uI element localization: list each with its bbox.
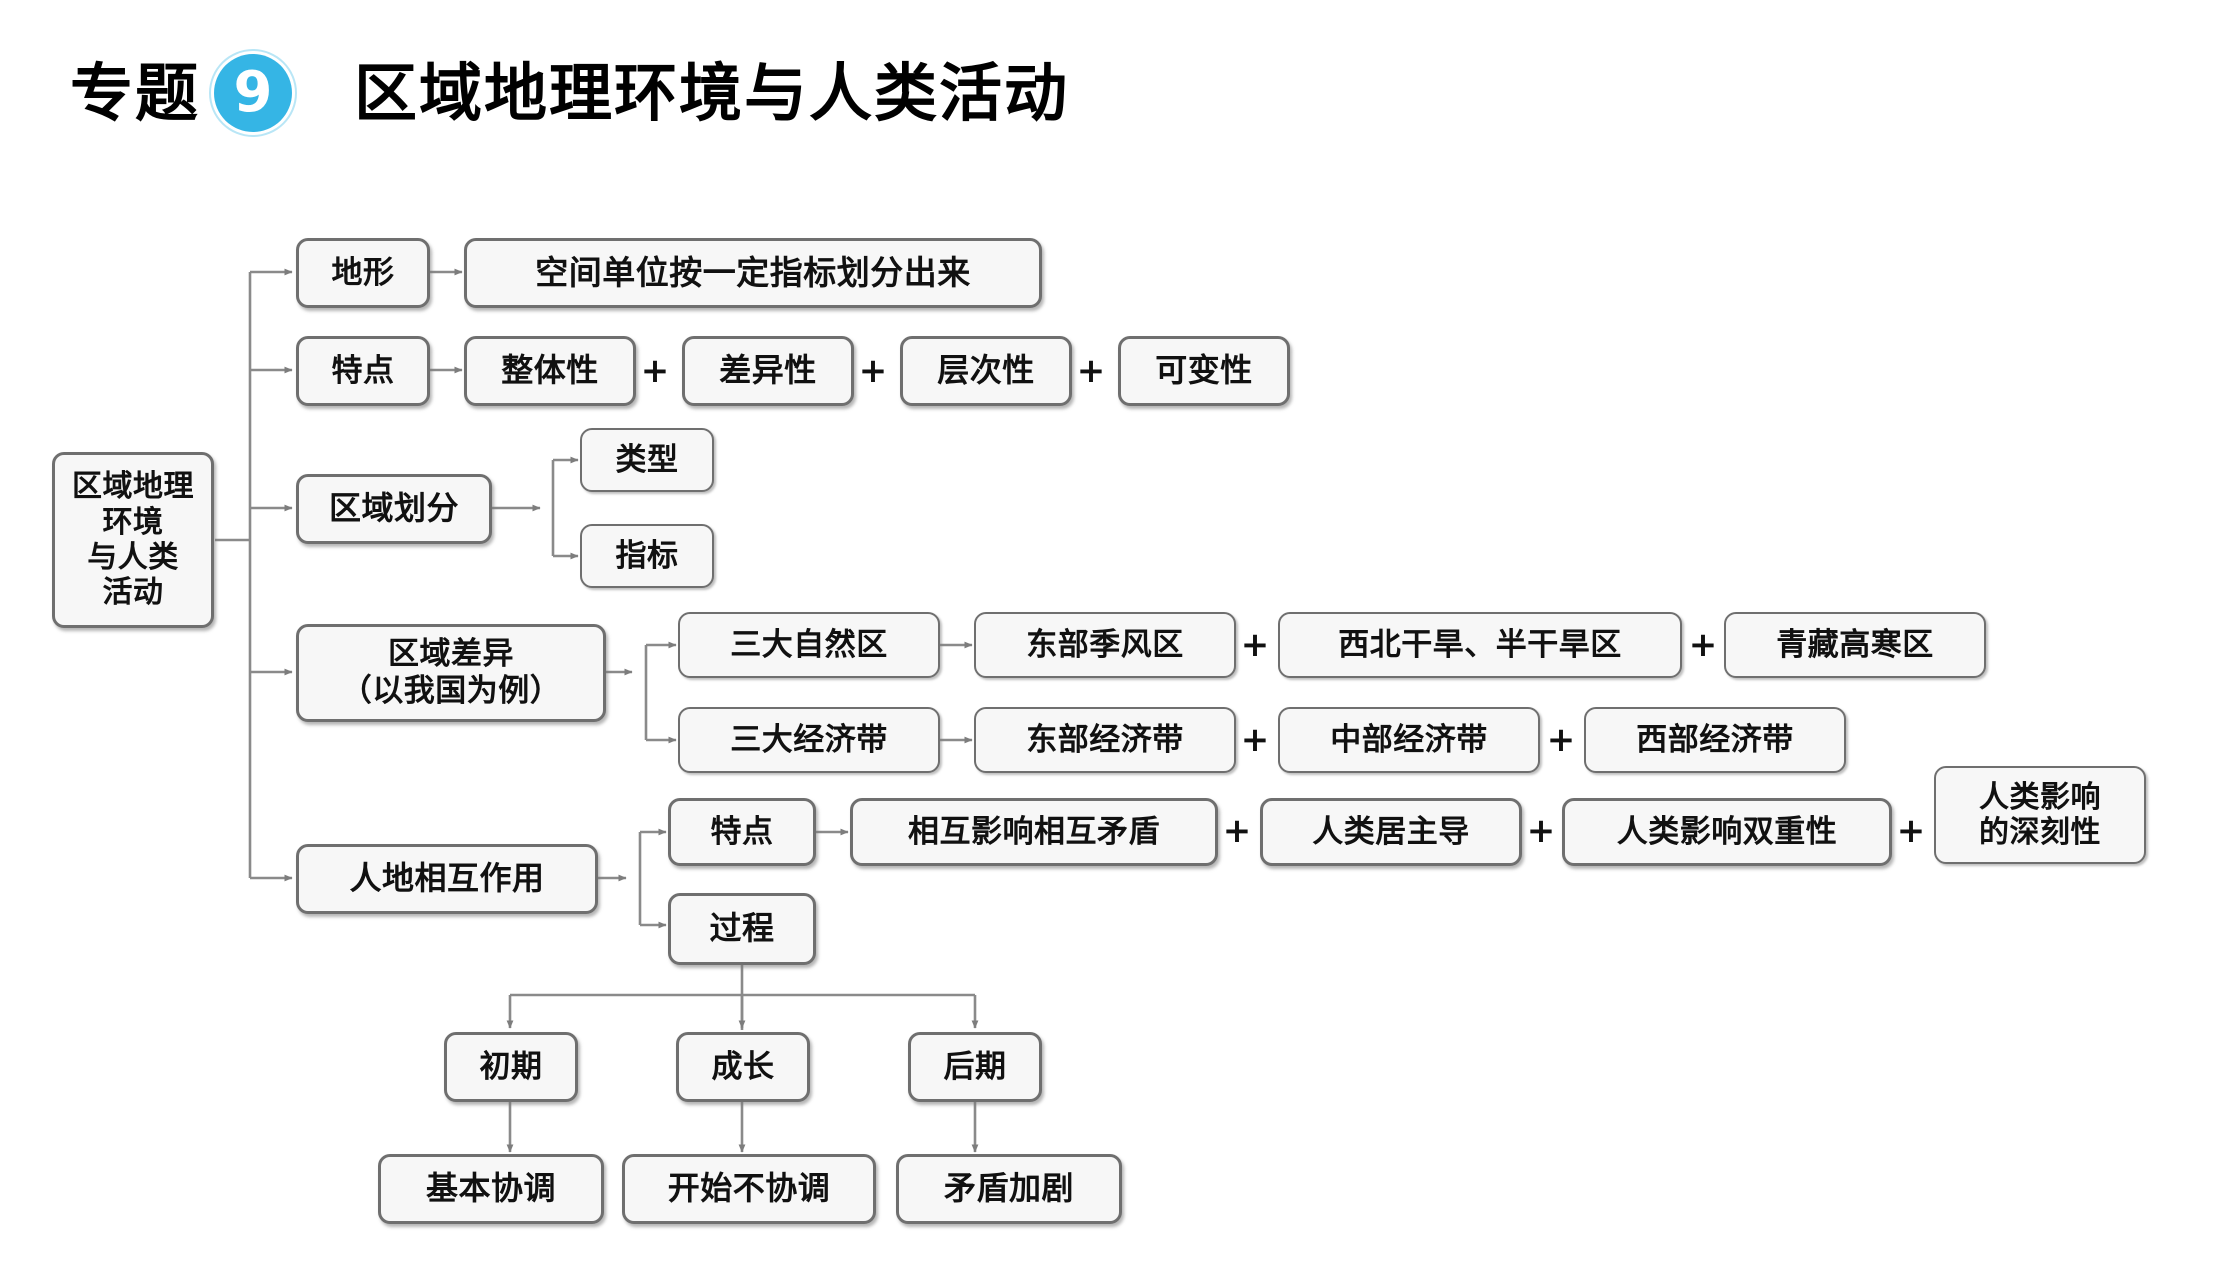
plus-sign: +	[1896, 811, 1926, 851]
node-feature-hierarchy[interactable]: 层次性	[900, 336, 1072, 406]
node-three-natural-regions[interactable]: 三大自然区	[678, 612, 940, 678]
node-economic-east[interactable]: 东部经济带	[974, 707, 1236, 773]
node-feature-difference[interactable]: 差异性	[682, 336, 854, 406]
node-stage-early[interactable]: 初期	[444, 1032, 578, 1102]
node-natural-tibetan-alpine[interactable]: 青藏高寒区	[1724, 612, 1986, 678]
node-feature-variability[interactable]: 可变性	[1118, 336, 1290, 406]
node-features[interactable]: 特点	[296, 336, 430, 406]
node-division-indicator[interactable]: 指标	[580, 524, 714, 588]
node-interaction-feature-mutual[interactable]: 相互影响相互矛盾	[850, 798, 1218, 866]
node-root[interactable]: 区域地理 环境 与人类 活动	[52, 452, 214, 628]
node-human-land-interaction[interactable]: 人地相互作用	[296, 844, 598, 914]
node-interaction-feature-profound[interactable]: 人类影响 的深刻性	[1934, 766, 2146, 864]
node-natural-northwest-arid[interactable]: 西北干旱、半干旱区	[1278, 612, 1682, 678]
title-text: 区域地理环境与人类活动	[354, 55, 1069, 130]
node-interaction-feature-human-dominant[interactable]: 人类居主导	[1260, 798, 1522, 866]
node-landform[interactable]: 地形	[296, 238, 430, 308]
node-three-economic-belts[interactable]: 三大经济带	[678, 707, 940, 773]
node-landform-detail[interactable]: 空间单位按一定指标划分出来	[464, 238, 1042, 308]
title-prefix: 专题	[70, 55, 200, 130]
node-result-basically-coordinated[interactable]: 基本协调	[378, 1154, 604, 1224]
plus-sign: +	[1526, 811, 1556, 851]
plus-sign: +	[1240, 625, 1270, 665]
node-economic-central[interactable]: 中部经济带	[1278, 707, 1540, 773]
plus-sign: +	[1546, 720, 1576, 760]
plus-sign: +	[858, 351, 888, 391]
node-feature-integrity[interactable]: 整体性	[464, 336, 636, 406]
topic-number-badge: 9	[214, 54, 292, 132]
node-interaction-process[interactable]: 过程	[668, 893, 816, 965]
node-interaction-features[interactable]: 特点	[668, 798, 816, 866]
node-stage-late[interactable]: 后期	[908, 1032, 1042, 1102]
plus-sign: +	[1222, 811, 1252, 851]
node-stage-growth[interactable]: 成长	[676, 1032, 810, 1102]
node-interaction-feature-dual[interactable]: 人类影响双重性	[1562, 798, 1892, 866]
node-result-conflict-intensified[interactable]: 矛盾加剧	[896, 1154, 1122, 1224]
page-title: 专题 9 区域地理环境与人类活动	[70, 38, 1069, 148]
plus-sign: +	[640, 351, 670, 391]
node-region-division[interactable]: 区域划分	[296, 474, 492, 544]
node-result-uncoordinated[interactable]: 开始不协调	[622, 1154, 876, 1224]
node-division-type[interactable]: 类型	[580, 428, 714, 492]
node-region-difference[interactable]: 区域差异 （以我国为例）	[296, 624, 606, 722]
plus-sign: +	[1240, 720, 1270, 760]
plus-sign: +	[1688, 625, 1718, 665]
plus-sign: +	[1076, 351, 1106, 391]
node-economic-west[interactable]: 西部经济带	[1584, 707, 1846, 773]
node-natural-east-monsoon[interactable]: 东部季风区	[974, 612, 1236, 678]
